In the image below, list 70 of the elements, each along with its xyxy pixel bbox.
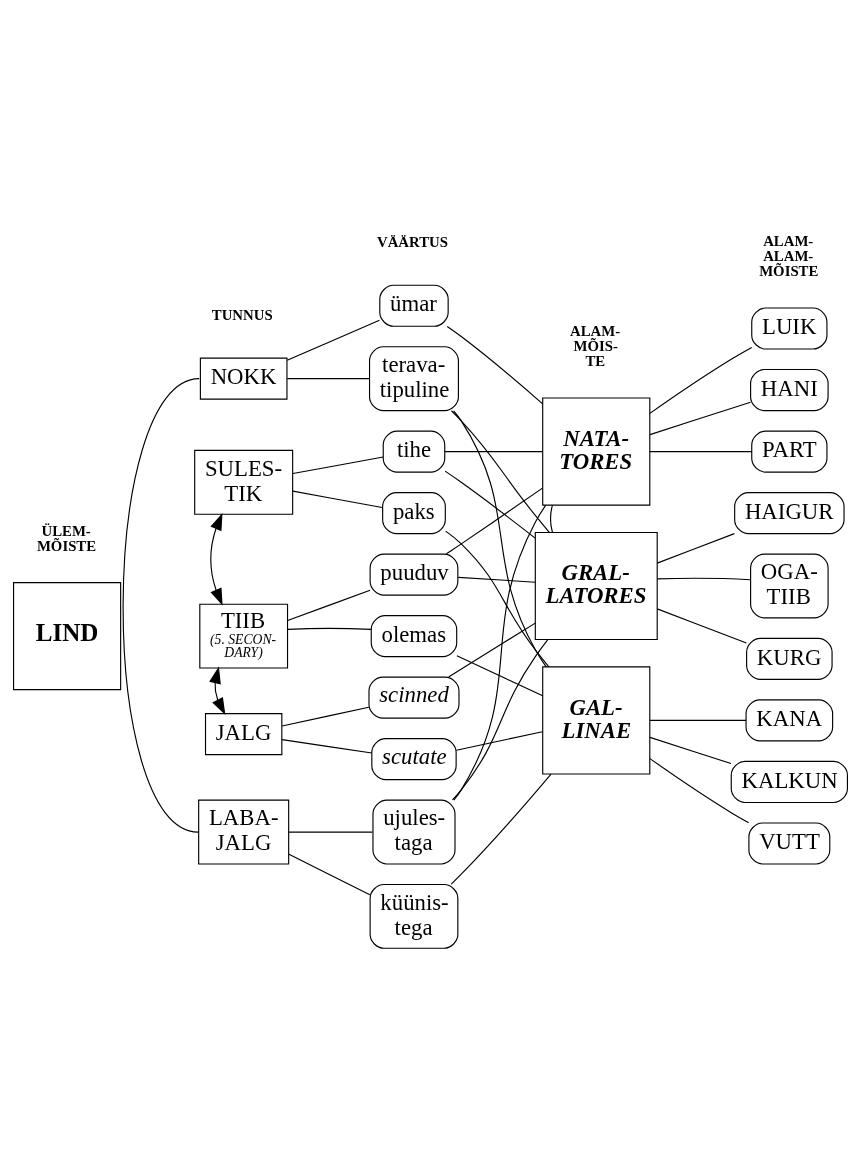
connector <box>445 487 543 554</box>
label: ALAM- MÕIS- TE <box>569 322 620 369</box>
arrow <box>208 665 225 715</box>
node-box: scutate <box>370 737 457 780</box>
connector <box>286 589 371 621</box>
node-box: küünis- tega <box>369 883 458 949</box>
connector <box>286 627 372 630</box>
connector <box>122 377 200 833</box>
connector <box>455 730 543 751</box>
label: VÄÄRTUS <box>376 233 448 250</box>
node-box: TIIB (5. SECON- DARY) <box>198 603 288 669</box>
connector <box>656 577 751 580</box>
node-box: VUTT <box>747 821 830 865</box>
node-box: NOKK <box>199 357 288 400</box>
node-box: HANI <box>749 368 829 411</box>
node-box: SULES- TIK <box>193 449 293 515</box>
node-box: LABA- JALG <box>197 799 289 865</box>
connector <box>286 377 370 379</box>
connector <box>450 409 550 533</box>
arrow <box>209 512 223 606</box>
connector <box>648 719 747 721</box>
connector <box>648 757 749 823</box>
node-box: LUIK <box>750 306 827 350</box>
connector <box>447 622 536 677</box>
connector <box>648 401 751 435</box>
node-box: JALG <box>204 712 282 755</box>
connector <box>286 319 380 361</box>
node-box: olemas <box>370 614 457 657</box>
connector <box>648 346 752 414</box>
connector <box>291 455 384 474</box>
connector <box>455 654 543 696</box>
label: ÜLEM- MÕISTE <box>36 522 96 554</box>
connector <box>656 532 735 564</box>
node-box: LIND <box>12 581 121 690</box>
node-box: ümar <box>378 284 449 327</box>
node-box: KALKUN <box>730 760 848 803</box>
connector <box>444 530 549 667</box>
connector <box>648 736 732 764</box>
node-box: OGA- TIIB <box>749 553 829 618</box>
node-box: ujules- taga <box>371 799 456 865</box>
connector <box>648 450 752 452</box>
connector <box>291 490 383 508</box>
node-box: terava- tipuline <box>368 345 459 411</box>
connector <box>450 773 552 885</box>
connector <box>457 576 536 583</box>
node-box: GAL- LINAE <box>541 665 650 775</box>
connector <box>281 738 372 754</box>
connector <box>452 409 547 667</box>
label: TUNNUS <box>211 306 273 323</box>
connector <box>444 470 536 539</box>
connector <box>287 853 370 895</box>
connector <box>656 607 747 643</box>
node-box: tihe <box>382 430 445 473</box>
node-box: paks <box>381 491 446 534</box>
label: ALAM- ALAM- MÕISTE <box>758 232 818 279</box>
node-box: KANA <box>745 698 833 741</box>
connector <box>549 504 553 533</box>
connector <box>287 831 373 833</box>
node-box: NATA- TORES <box>541 396 650 506</box>
connector <box>281 706 369 727</box>
connector <box>446 325 543 404</box>
node-box: puuduv <box>369 553 458 596</box>
node-box: scinned <box>367 676 460 719</box>
node-box: PART <box>750 430 827 473</box>
connector <box>451 638 548 801</box>
connector <box>443 450 543 452</box>
connector <box>452 504 546 801</box>
node-box: HAIGUR <box>733 491 845 534</box>
node-box: KURG <box>745 637 833 680</box>
node-box: GRAL- LATORES <box>534 531 658 640</box>
